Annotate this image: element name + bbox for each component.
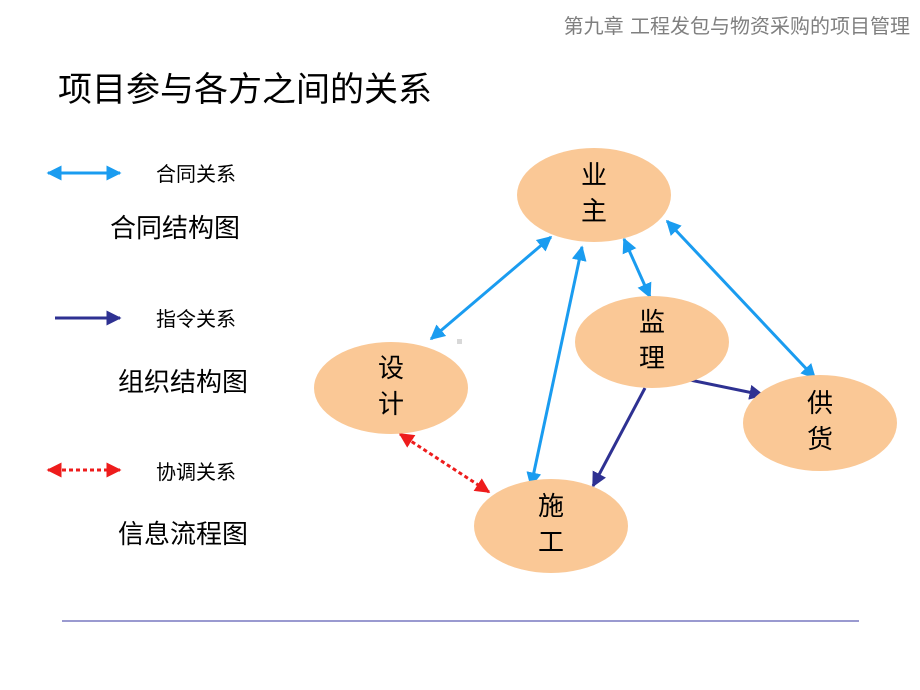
edge-design-construction — [398, 432, 491, 494]
footer-divider — [62, 620, 859, 622]
node-design: 设 计 — [314, 342, 468, 434]
node-owner-line2: 主 — [580, 197, 607, 227]
legend-contract-chart: 合同结构图 — [110, 214, 241, 244]
node-owner-line1: 业 — [580, 161, 607, 192]
node-supplier-line1: 供 — [806, 389, 833, 420]
node-design-line1: 设 — [377, 354, 404, 385]
edge-owner-supplier — [665, 219, 817, 380]
edge-owner-supervisor — [622, 237, 652, 299]
stray-dot — [457, 339, 462, 344]
legend-contract-label: 合同关系 — [156, 162, 236, 186]
node-supervisor-line1: 监 — [638, 308, 665, 339]
edge-owner-design — [429, 235, 553, 341]
legend-coordination-chart: 信息流程图 — [118, 520, 249, 550]
legend-coordination-label: 协调关系 — [156, 460, 236, 484]
legend-command-chart: 组织结构图 — [118, 368, 249, 398]
edge-owner-construction — [526, 245, 587, 488]
node-supplier: 供 货 — [743, 375, 897, 471]
node-construction-line2: 工 — [537, 528, 564, 558]
node-supplier-line2: 货 — [806, 425, 833, 455]
node-construction-line1: 施 — [537, 492, 564, 523]
node-construction: 施 工 — [474, 479, 628, 573]
legend-command-label: 指令关系 — [156, 307, 236, 331]
node-design-line2: 计 — [377, 390, 404, 420]
node-supervisor: 监 理 — [575, 296, 729, 388]
edge-supervisor-supplier — [689, 378, 765, 400]
node-owner: 业 主 — [517, 148, 671, 242]
node-supervisor-line2: 理 — [638, 344, 665, 374]
slide-title: 项目参与各方之间的关系 — [58, 70, 432, 110]
edge-supervisor-construction — [591, 387, 647, 488]
chapter-header: 第九章 工程发包与物资采购的项目管理 — [563, 14, 910, 38]
